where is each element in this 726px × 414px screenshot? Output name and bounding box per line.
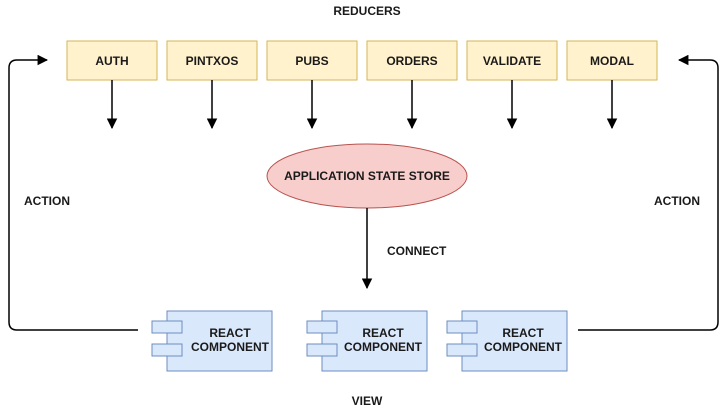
store-label: APPLICATION STATE STORE: [284, 169, 450, 183]
component-port-icon: [446, 343, 478, 357]
reducer-validate: VALIDATE: [466, 40, 558, 81]
reducers-title: REDUCERS: [333, 4, 400, 18]
react-component-1: REACT COMPONENT: [151, 310, 273, 372]
reducer-box: [566, 40, 658, 81]
component-port-icon: [306, 320, 338, 334]
component-body: [321, 310, 428, 372]
component-body: [166, 310, 273, 372]
react-component-2: REACT COMPONENT: [306, 310, 428, 372]
connect-label: CONNECT: [387, 244, 447, 258]
reducer-pintxos: PINTXOS: [166, 40, 258, 81]
reducer-box: [166, 40, 258, 81]
reducer-row: AUTH PINTXOS PUBS ORDERS VALIDATE MODAL: [66, 40, 658, 81]
component-port-icon: [446, 320, 478, 334]
reducer-label: PINTXOS: [186, 54, 239, 68]
reducer-arrows: [106, 80, 618, 130]
reducer-label: ORDERS: [386, 54, 437, 68]
reducer-box: [66, 40, 158, 81]
reducer-orders: ORDERS: [366, 40, 458, 81]
component-label-line2: COMPONENT: [191, 340, 270, 354]
component-label-line1: REACT: [209, 326, 251, 340]
component-port-icon: [306, 343, 338, 357]
component-label-line1: REACT: [362, 326, 404, 340]
action-label-left: ACTION: [24, 194, 70, 208]
reducer-box: [266, 40, 358, 81]
react-component-3: REACT COMPONENT: [446, 310, 568, 372]
view-label: VIEW: [352, 394, 383, 408]
reducer-label: AUTH: [95, 54, 128, 68]
reducer-auth: AUTH: [66, 40, 158, 81]
component-label-line2: COMPONENT: [484, 340, 563, 354]
reducer-label: PUBS: [295, 54, 328, 68]
application-state-store: APPLICATION STATE STORE: [266, 143, 468, 209]
component-label-line1: REACT: [502, 326, 544, 340]
reducer-label: VALIDATE: [483, 54, 541, 68]
component-port-icon: [151, 320, 183, 334]
reducer-pubs: PUBS: [266, 40, 358, 81]
component-port-icon: [151, 343, 183, 357]
reducer-modal: MODAL: [566, 40, 658, 81]
action-arrow-left: [8, 54, 138, 331]
action-label-right: ACTION: [654, 194, 700, 208]
reducer-box: [366, 40, 458, 81]
reducer-label: MODAL: [590, 54, 634, 68]
action-arrow-right: [578, 54, 719, 331]
component-body: [461, 310, 568, 372]
component-label-line2: COMPONENT: [344, 340, 423, 354]
